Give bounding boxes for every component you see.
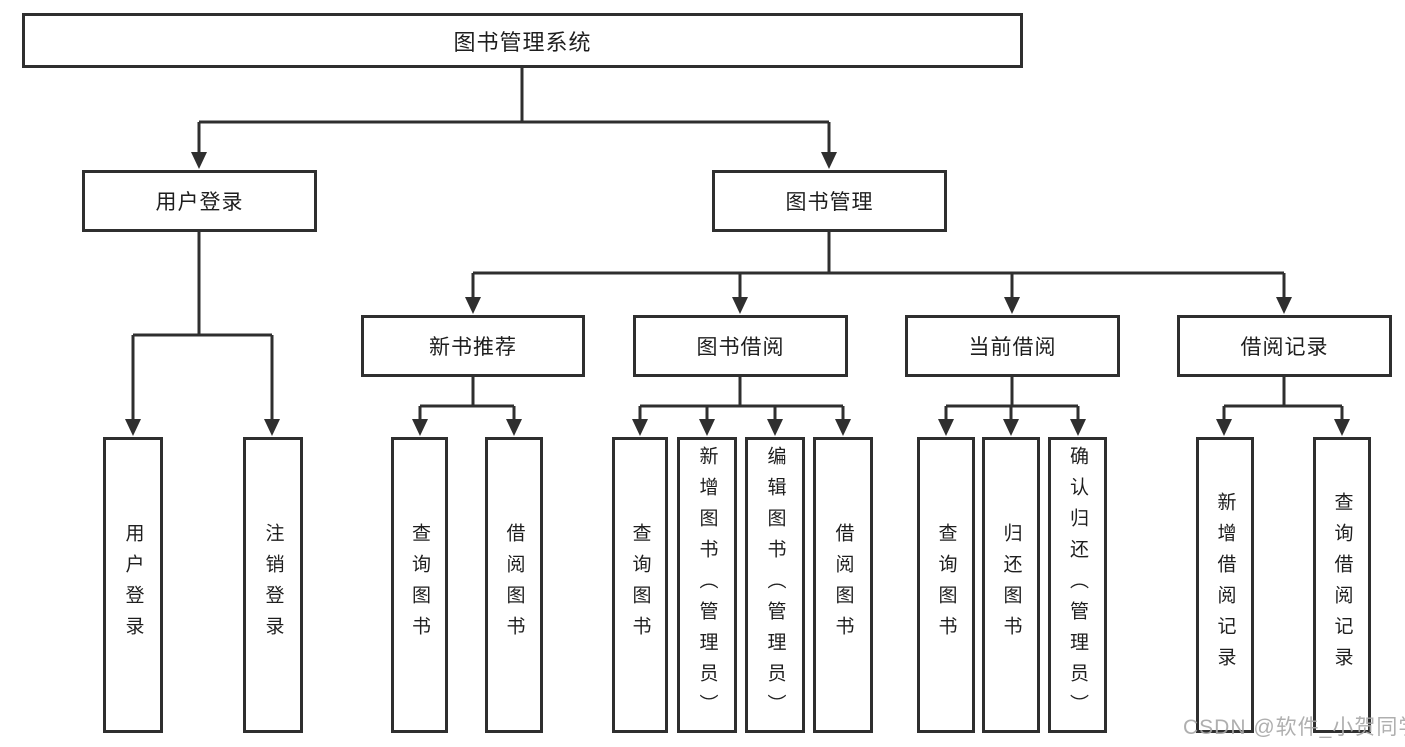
node-label: 用户登录 xyxy=(155,191,244,214)
leaf-br-add-borrow-record: 新增借阅记录 xyxy=(1196,437,1254,733)
node-book-borrowing: 图书借阅 xyxy=(633,315,848,377)
node-label: 图书借阅 xyxy=(696,336,785,359)
node-label: 图书管理系统 xyxy=(453,29,592,55)
node-label: 当前借阅 xyxy=(968,336,1057,359)
node-label: 新书推荐 xyxy=(429,336,517,359)
watermark-csdn: CSDN @软件_小贺同学 xyxy=(1183,716,1405,739)
node-label: 编辑图书（管理员） xyxy=(764,445,786,725)
node-label: 查询借阅记录 xyxy=(1331,492,1353,678)
node-current-borrowing: 当前借阅 xyxy=(905,315,1120,377)
leaf-bb-borrow-books: 借阅图书 xyxy=(813,437,873,733)
leaf-cb-confirm-return-admin: 确认归还（管理员） xyxy=(1048,437,1107,733)
node-label: 借阅图书 xyxy=(832,523,854,647)
node-label: 新增借阅记录 xyxy=(1214,492,1236,678)
leaf-nb-query-books: 查询图书 xyxy=(391,437,448,733)
node-label: 确认归还（管理员） xyxy=(1067,445,1088,725)
leaf-logout-login: 注销登录 xyxy=(243,437,303,733)
node-borrowing-records: 借阅记录 xyxy=(1177,315,1392,377)
leaf-nb-borrow-books: 借阅图书 xyxy=(485,437,543,733)
node-label: 用户登录 xyxy=(122,523,144,647)
node-label: 借阅图书 xyxy=(503,523,525,647)
node-label: 图书管理 xyxy=(785,191,874,214)
node-user-login: 用户登录 xyxy=(82,170,317,232)
leaf-user-login: 用户登录 xyxy=(103,437,163,733)
node-new-book-recommendation: 新书推荐 xyxy=(361,315,585,377)
leaf-bb-add-books-admin: 新增图书（管理员） xyxy=(677,437,737,733)
node-label: 新增图书（管理员） xyxy=(696,445,718,725)
node-label: 注销登录 xyxy=(262,523,284,647)
node-library-management-system: 图书管理系统 xyxy=(22,13,1023,68)
node-label: 归还图书 xyxy=(1000,523,1022,647)
leaf-bb-edit-books-admin: 编辑图书（管理员） xyxy=(745,437,805,733)
node-label: 查询图书 xyxy=(935,523,957,647)
leaf-cb-query-books: 查询图书 xyxy=(917,437,975,733)
connector-strokes xyxy=(131,68,1344,421)
leaf-cb-return-books: 归还图书 xyxy=(982,437,1040,733)
node-label: 查询图书 xyxy=(409,523,430,647)
node-label: 借阅记录 xyxy=(1240,336,1329,359)
node-label: 查询图书 xyxy=(629,523,651,647)
leaf-br-query-borrow-record: 查询借阅记录 xyxy=(1313,437,1371,733)
node-book-management: 图书管理 xyxy=(712,170,947,232)
leaf-bb-query-books: 查询图书 xyxy=(612,437,668,733)
